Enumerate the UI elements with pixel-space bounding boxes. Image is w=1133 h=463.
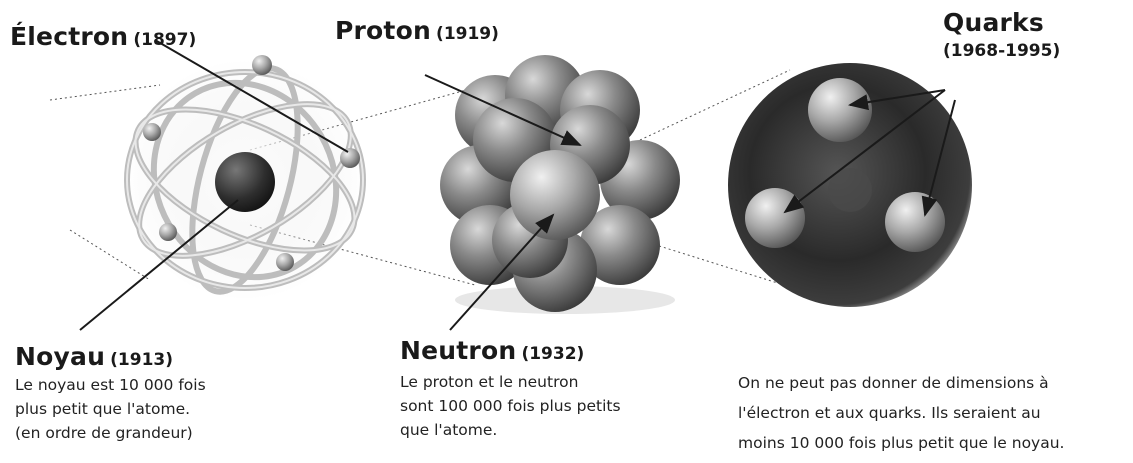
label-proton-name: Proton xyxy=(335,16,431,45)
note-quarks: On ne peut pas donner de dimensions à l'… xyxy=(738,368,1064,458)
note-noyau-line: (en ordre de grandeur) xyxy=(15,424,193,442)
note-quarks-line: moins 10 000 fois plus petit que le noya… xyxy=(738,434,1065,452)
electrons xyxy=(143,55,360,271)
note-noyau: Le noyau est 10 000 fois plus petit que … xyxy=(15,373,206,445)
note-noyau-line: plus petit que l'atome. xyxy=(15,400,191,418)
label-noyau-name: Noyau xyxy=(15,342,106,371)
nucleus xyxy=(215,152,275,212)
note-noyau-line: Le noyau est 10 000 fois xyxy=(15,376,206,394)
atom-illustration xyxy=(124,55,366,300)
nucleus-illustration xyxy=(440,55,680,314)
pointer-lines xyxy=(79,39,956,331)
note-neutron-line: Le proton et le neutron xyxy=(400,373,579,391)
note-neutron-line: que l'atome. xyxy=(400,421,498,439)
label-noyau: Noyau (1913) xyxy=(15,342,173,371)
label-neutron-year: (1932) xyxy=(521,344,585,364)
note-neutron: Le proton et le neutron sont 100 000 foi… xyxy=(400,370,621,442)
label-electron-year: (1897) xyxy=(133,30,197,50)
label-neutron: Neutron (1932) xyxy=(400,336,584,365)
label-electron-name: Électron xyxy=(10,22,129,51)
label-noyau-year: (1913) xyxy=(110,350,174,370)
label-quarks-name: Quarks xyxy=(943,8,1044,37)
proton-interior-illustration xyxy=(728,63,972,307)
label-proton: Proton (1919) xyxy=(335,16,499,45)
note-neutron-line: sont 100 000 fois plus petits xyxy=(400,397,621,415)
note-quarks-line: On ne peut pas donner de dimensions à xyxy=(738,374,1049,392)
label-quarks: Quarks (1968-1995) xyxy=(943,8,1060,61)
label-neutron-name: Neutron xyxy=(400,336,517,365)
note-quarks-line: l'électron et aux quarks. Ils seraient a… xyxy=(738,404,1041,422)
label-proton-year: (1919) xyxy=(436,24,499,44)
label-electron: Électron (1897) xyxy=(10,22,196,51)
label-quarks-year: (1968-1995) xyxy=(943,41,1061,61)
